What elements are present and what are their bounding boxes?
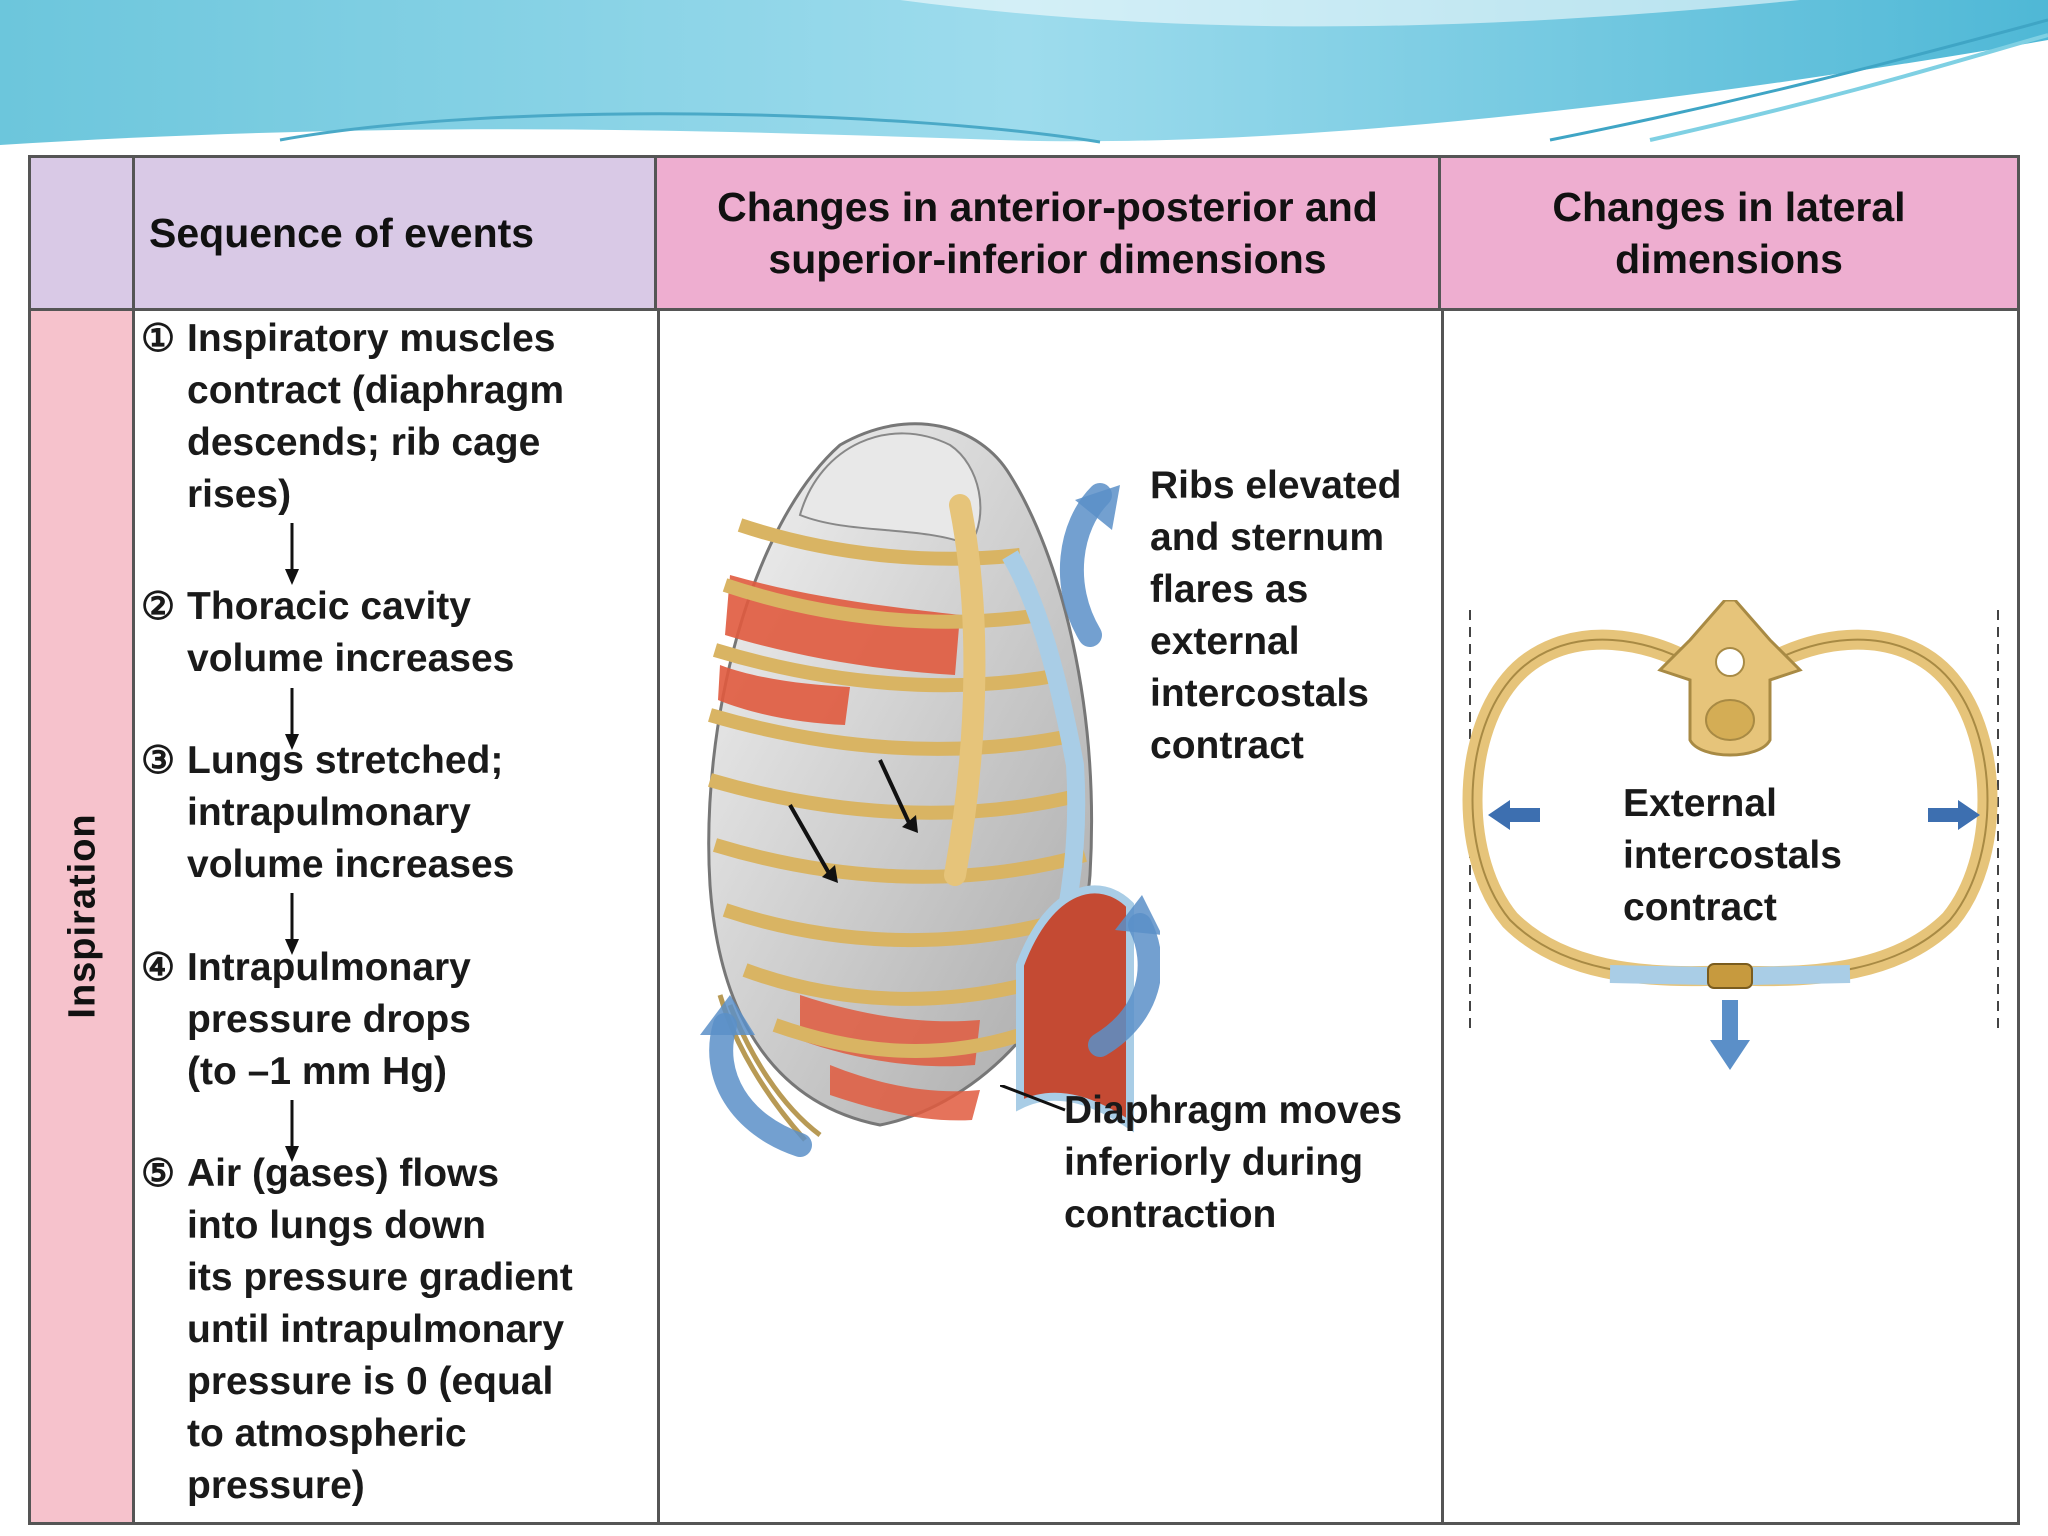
external-label-line-3: contract [1623, 886, 1777, 929]
ribs-label-line-1: Ribs elevated [1150, 464, 1402, 507]
diaphragm-label-line-3: contraction [1064, 1193, 1277, 1236]
side-label-inspiration: Inspiration [61, 813, 104, 1019]
step-2-line-1: Thoracic cavity [187, 585, 471, 628]
step-5-line-7: pressure) [187, 1464, 365, 1507]
step-1: ① Inspiratory muscles contract (diaphrag… [141, 313, 651, 521]
step-4-number: ④ [141, 947, 176, 989]
header-lateral-dimensions: Changes in lateral dimensions [1441, 158, 2017, 308]
rib-cross-section-illustration [1462, 600, 1999, 1070]
down-arrow-icon [285, 688, 299, 750]
external-intercostals-label: External intercostals contract [1623, 778, 1842, 934]
header-ap-line1: Changes in anterior-posterior and [717, 184, 1378, 230]
external-label-line-2: intercostals [1623, 834, 1842, 877]
diaphragm-label: Diaphragm moves inferiorly during contra… [1064, 1085, 1402, 1241]
ribs-label-line-6: contract [1150, 724, 1304, 767]
ribs-label-line-4: external [1150, 620, 1300, 663]
diaphragm-leader-line [1000, 1085, 1066, 1112]
header-sequence-text: Sequence of events [149, 210, 535, 256]
step-1-line-4: rises) [187, 473, 292, 516]
header-sequence: Sequence of events [135, 158, 657, 308]
ribs-label-line-2: and sternum [1150, 516, 1385, 559]
step-3-number: ③ [141, 740, 176, 782]
ribs-label-line-5: intercostals [1150, 672, 1369, 715]
header-ap-line2: superior-inferior dimensions [768, 236, 1327, 282]
step-3: ③ Lungs stretched; intrapulmonary volume… [141, 735, 651, 891]
step-5-number: ⑤ [141, 1153, 176, 1195]
header-blank-cell [31, 158, 135, 308]
step-5-line-5: pressure is 0 (equal [187, 1360, 554, 1403]
step-5: ⑤ Air (gases) flows into lungs down its … [141, 1148, 651, 1512]
step-5-line-3: its pressure gradient [187, 1256, 573, 1299]
step-5-line-1: Air (gases) flows [187, 1152, 500, 1195]
down-arrow-icon [285, 523, 299, 585]
header-ap-dimensions: Changes in anterior-posterior and superi… [657, 158, 1441, 308]
ribs-elevated-label: Ribs elevated and sternum flares as exte… [1150, 460, 1401, 772]
step-1-line-3: descends; rib cage [187, 421, 541, 464]
ribs-label-line-3: flares as [1150, 568, 1309, 611]
diaphragm-label-line-2: inferiorly during [1064, 1141, 1364, 1184]
step-1-line-1: Inspiratory muscles [187, 317, 556, 360]
diaphragm-label-line-1: Diaphragm moves [1064, 1089, 1403, 1132]
step-3-line-2: intrapulmonary [187, 791, 471, 834]
external-label-line-1: External [1623, 782, 1777, 825]
header-lateral-line1: Changes in lateral [1552, 184, 1906, 230]
step-4: ④ Intrapulmonary pressure drops (to –1 m… [141, 942, 651, 1098]
side-column: Inspiration [31, 311, 135, 1522]
step-5-line-2: into lungs down [187, 1204, 486, 1247]
step-4-line-2: pressure drops [187, 998, 471, 1041]
step-1-line-2: contract (diaphragm [187, 369, 565, 412]
header-divider [31, 308, 2017, 311]
step-1-number: ① [141, 318, 176, 360]
rib-cage-illustration [700, 422, 1160, 1157]
step-5-line-6: to atmospheric [187, 1412, 467, 1455]
column-divider-1 [657, 311, 660, 1522]
step-2-number: ② [141, 586, 176, 628]
down-arrow-icon [285, 893, 299, 955]
down-arrow-icon [285, 1100, 299, 1162]
step-5-line-4: until intrapulmonary [187, 1308, 565, 1351]
step-2-line-2: volume increases [187, 637, 515, 680]
step-3-line-3: volume increases [187, 843, 515, 886]
step-2: ② Thoracic cavity volume increases [141, 581, 651, 685]
inspiration-table: Sequence of events Changes in anterior-p… [28, 155, 2020, 1525]
step-4-line-3: (to –1 mm Hg) [187, 1050, 448, 1093]
step-4-line-1: Intrapulmonary [187, 946, 471, 989]
column-divider-2 [1441, 311, 1444, 1522]
header-lateral-line2: dimensions [1615, 236, 1843, 282]
step-3-line-1: Lungs stretched; [187, 739, 504, 782]
header-banner [0, 0, 2048, 145]
